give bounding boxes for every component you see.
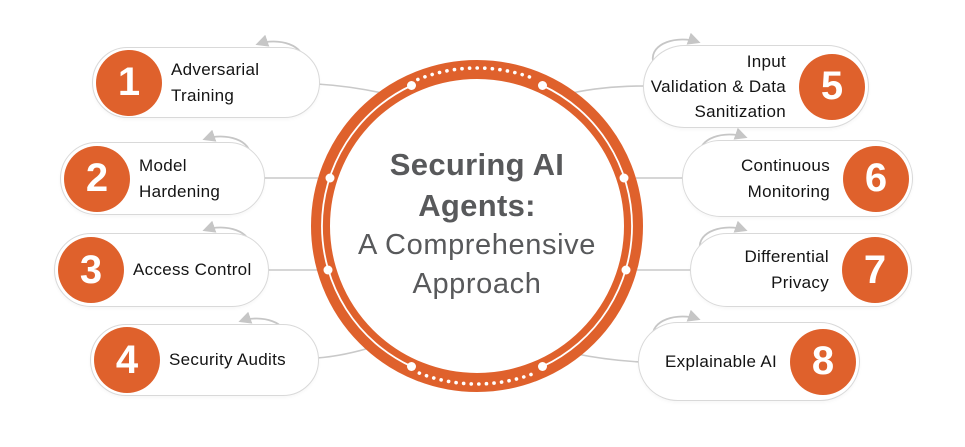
item-label-3-line-1: Access Control — [133, 260, 252, 279]
ring-dot-top-right — [538, 81, 547, 90]
ring-dot-top-left — [407, 81, 416, 90]
ring-dot-right-upper — [619, 173, 629, 183]
item-label-1: Adversarial Training — [171, 57, 259, 109]
item-label-6: Continuous Monitoring — [741, 153, 830, 205]
item-pill-1: 1 Adversarial Training — [92, 47, 320, 118]
item-pill-3: 3 Access Control — [54, 233, 269, 307]
item-label-6-line-1: Continuous — [740, 155, 830, 175]
ring-dot-bottom-right — [538, 362, 547, 371]
item-label-8-line-1: Explainable AI — [665, 351, 777, 371]
item-number-badge-1: 1 — [96, 49, 162, 116]
item-label-6-line-2: Monitoring — [747, 181, 830, 201]
item-number-badge-3: 3 — [58, 237, 124, 303]
item-pill-4: 4 Security Audits — [90, 324, 319, 396]
ring-inner-arcs — [321, 84, 633, 368]
item-pill-5: Input Validation & Data Sanitization 5 — [643, 45, 869, 128]
item-label-5: Input Validation & Data Sanitization — [651, 49, 786, 124]
item-pill-6: Continuous Monitoring 6 — [682, 140, 913, 217]
item-pill-7: Differential Privacy 7 — [690, 233, 912, 307]
item-label-8: Explainable AI — [665, 349, 777, 375]
curl-arrow-icon-5 — [652, 32, 701, 62]
connector-line-1 — [316, 83, 383, 94]
ring-dot-left-lower — [323, 265, 333, 275]
ring-dot-left-upper — [325, 173, 335, 183]
item-label-1-line-1: Adversarial — [171, 59, 260, 79]
item-label-1-line-2: Training — [171, 85, 235, 105]
item-label-2-line-1: Model Hardening — [139, 155, 221, 201]
item-label-2: Model Hardening — [139, 153, 264, 205]
item-number-badge-6: 6 — [843, 145, 909, 212]
item-number-badge-8: 8 — [790, 328, 856, 395]
ring-dot-right-lower — [621, 265, 631, 275]
item-label-5-line-1: Input — [746, 52, 786, 71]
item-label-5-line-3: Sanitization — [694, 102, 786, 121]
item-label-7-line-2: Privacy — [771, 273, 829, 292]
item-label-7: Differential Privacy — [744, 244, 829, 296]
item-number-badge-2: 2 — [64, 145, 130, 212]
item-pill-8: Explainable AI 8 — [638, 322, 860, 401]
ring-inner-arc-right — [542, 84, 633, 368]
item-number-badge-4: 4 — [94, 327, 160, 393]
item-pill-2: 2 Model Hardening — [60, 142, 265, 215]
item-label-5-line-2: Validation & Data — [650, 77, 786, 96]
item-label-3: Access Control — [133, 257, 252, 283]
connector-lines — [263, 83, 692, 363]
item-label-4: Security Audits — [169, 347, 286, 373]
ring-inner-arc-left — [321, 84, 412, 368]
item-label-7-line-1: Differential — [744, 247, 829, 266]
item-number-badge-7: 7 — [842, 237, 908, 303]
item-label-4-line-1: Security Audits — [169, 350, 286, 369]
item-number-badge-5: 5 — [799, 53, 865, 120]
ring-dot-bottom-left — [407, 362, 416, 371]
ring-dots — [323, 81, 631, 371]
connector-line-5 — [571, 85, 646, 94]
